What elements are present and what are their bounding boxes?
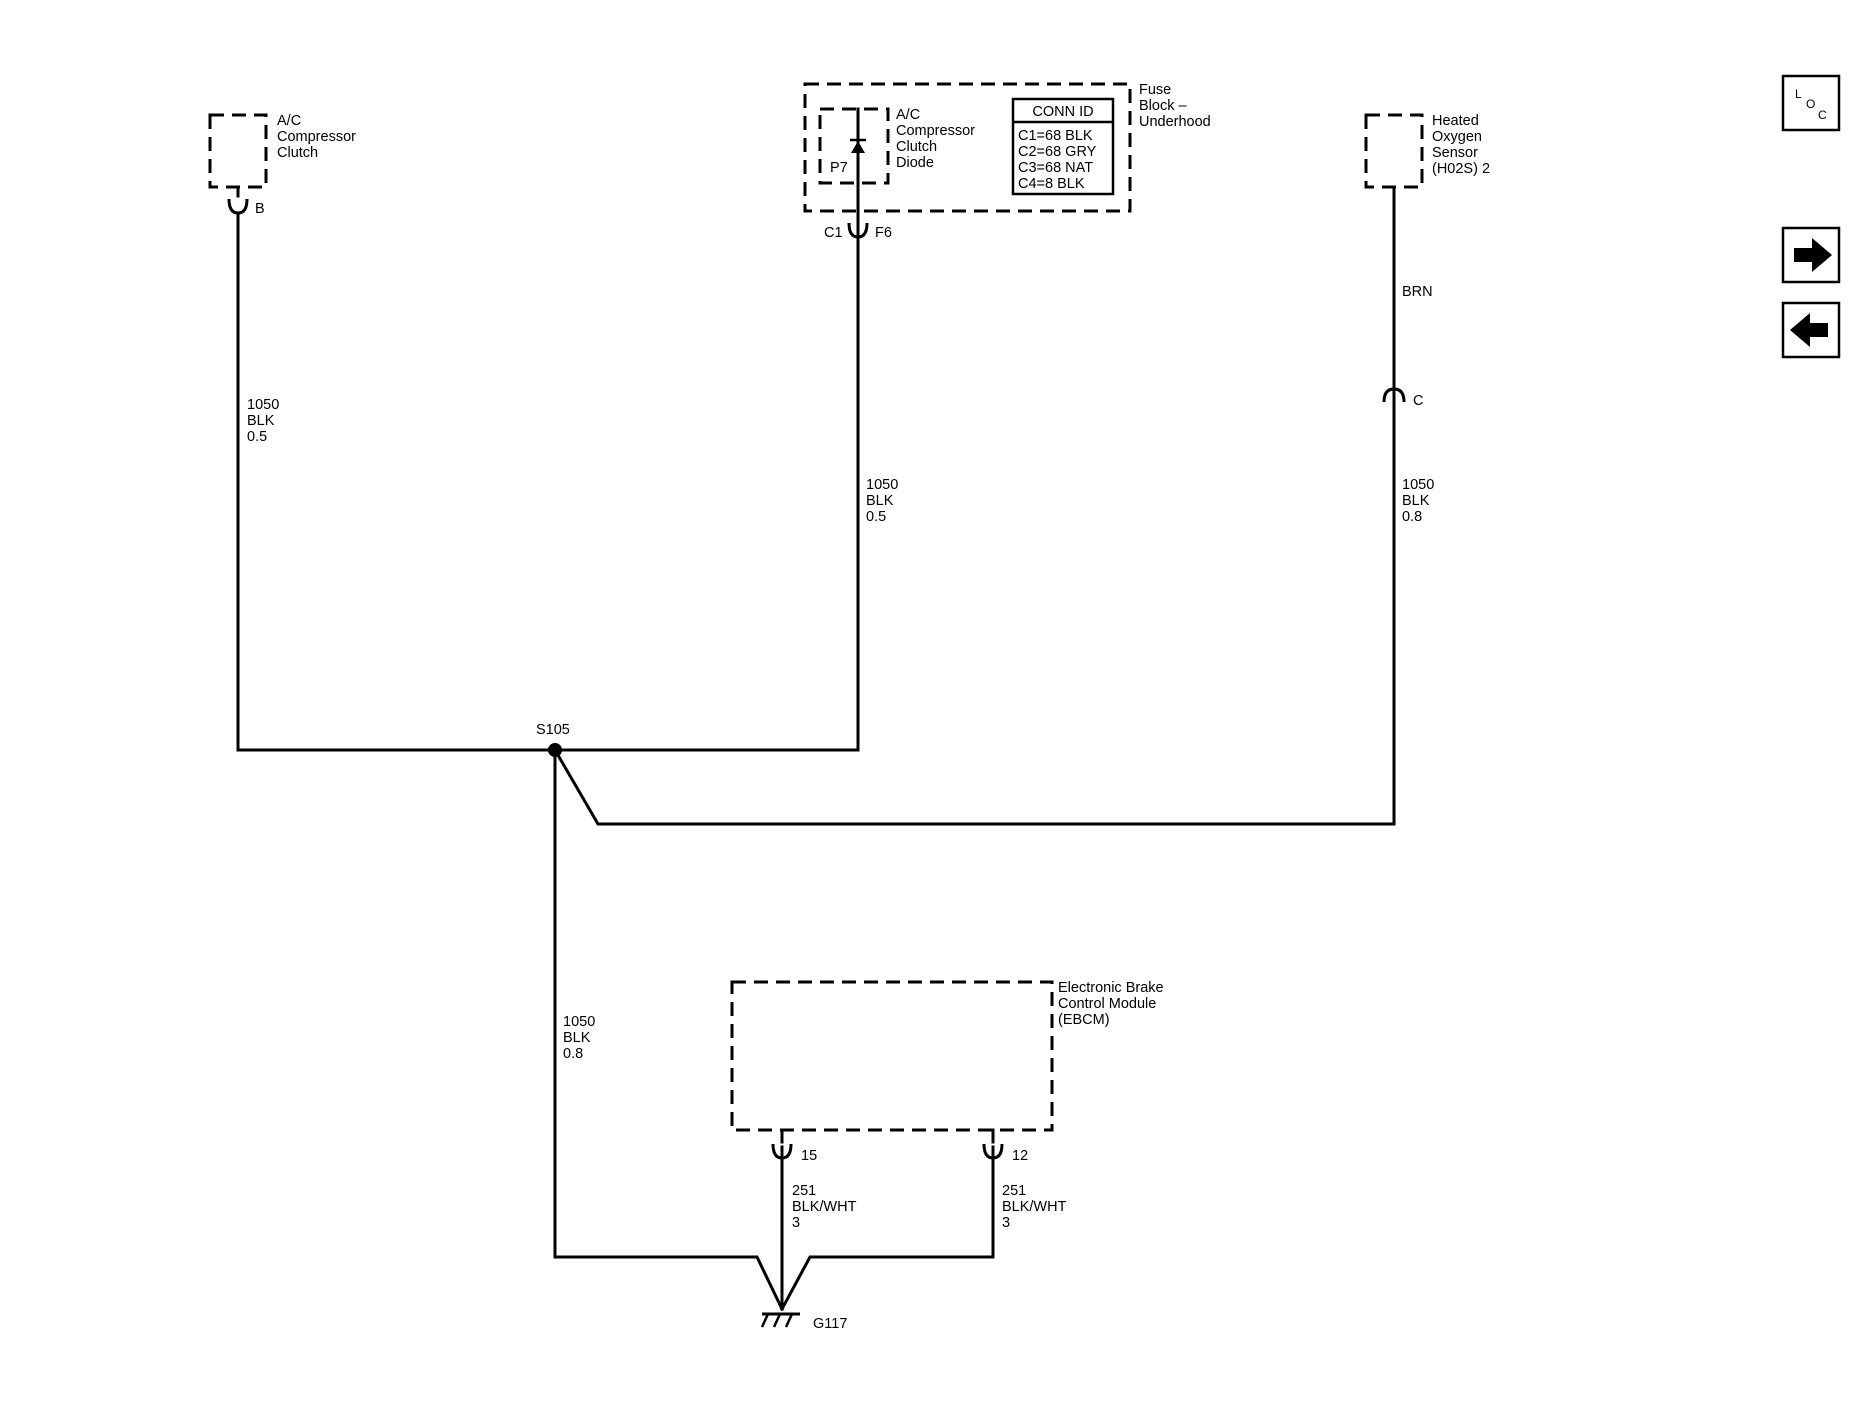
splice-dot-icon (548, 743, 562, 757)
ebcm-box (730, 980, 1054, 1132)
diode-ref: P7 (830, 160, 848, 176)
conn-id-row: C1=68 BLK (1018, 128, 1093, 144)
splice-label: S105 (536, 722, 570, 738)
connector-b-icon (227, 198, 249, 215)
wire-left-and-middle (236, 211, 860, 752)
conn-id-row: C3=68 NAT (1018, 160, 1093, 176)
ho2s-box (1364, 113, 1424, 189)
ebcm: Electronic Brake Control Module (EBCM) 1… (730, 980, 1168, 1164)
pin-12-label: 12 (1012, 1148, 1028, 1164)
conn-id-row: C2=68 GRY (1018, 144, 1097, 160)
ho2s-label: Heated Oxygen Sensor (H02S) 2 (1432, 113, 1490, 177)
loc-button[interactable]: L O C (1781, 74, 1841, 132)
conn-id-header: CONN ID (1032, 104, 1093, 120)
ho2s-wire-color: BRN (1402, 284, 1433, 300)
connector-c1-label: C1 (824, 225, 843, 241)
wire-down-to-ground (553, 748, 785, 1312)
loc-letter: L (1795, 87, 1802, 101)
wire-ho2s-lower (552, 405, 1396, 826)
conn-id-table: CONN ID C1=68 BLK C2=68 GRY C3=68 NAT C4… (1011, 97, 1115, 196)
wire-ebcm-right (779, 1145, 995, 1312)
ground-g117: G117 (760, 1312, 847, 1332)
ac-compressor-clutch: A/C Compressor Clutch B (208, 113, 360, 217)
ac-compressor-clutch-box (208, 113, 268, 189)
ground-icon (760, 1312, 800, 1328)
forward-button[interactable] (1781, 226, 1841, 284)
pin-15-label: 15 (801, 1148, 817, 1164)
back-button[interactable] (1781, 301, 1841, 359)
loc-letter: C (1818, 108, 1827, 122)
heated-oxygen-sensor: Heated Oxygen Sensor (H02S) 2 BRN C (1364, 113, 1490, 409)
loc-letter: O (1806, 97, 1815, 111)
ground-label: G117 (813, 1316, 847, 1332)
diode-label: A/C Compressor Clutch Diode (896, 107, 979, 171)
wire-left-label: 1050 BLK 0.5 (247, 397, 283, 445)
diode-box (818, 107, 890, 185)
arrow-left-icon (1790, 313, 1828, 347)
wire-down-label: 1050 BLK 0.8 (563, 1014, 599, 1062)
wire-ebcm-right-label: 251 BLK/WHT 3 (1002, 1183, 1070, 1231)
wire-ebcm-left-label: 251 BLK/WHT 3 (792, 1183, 860, 1231)
pin-c-label: C (1413, 393, 1423, 409)
connector-12-icon (982, 1143, 1004, 1160)
ebcm-label: Electronic Brake Control Module (EBCM) (1058, 980, 1168, 1028)
fuse-block-underhood: Fuse Block – Underhood P7 A/C Compressor… (803, 82, 1211, 241)
conn-id-row: C4=8 BLK (1018, 176, 1085, 192)
wire-middle-label: 1050 BLK 0.5 (866, 477, 902, 525)
pin-b-label: B (255, 201, 265, 217)
pin-f6-label: F6 (875, 225, 892, 241)
diode-icon (850, 138, 866, 153)
wires: S105 (236, 185, 1396, 1312)
connector-15-icon (771, 1143, 793, 1160)
arrow-right-icon (1794, 238, 1832, 272)
fuse-block-box (803, 82, 1132, 213)
ac-compressor-clutch-label: A/C Compressor Clutch (277, 113, 360, 161)
fuse-block-label: Fuse Block – Underhood (1139, 82, 1211, 130)
wire-right-label: 1050 BLK 0.8 (1402, 477, 1438, 525)
